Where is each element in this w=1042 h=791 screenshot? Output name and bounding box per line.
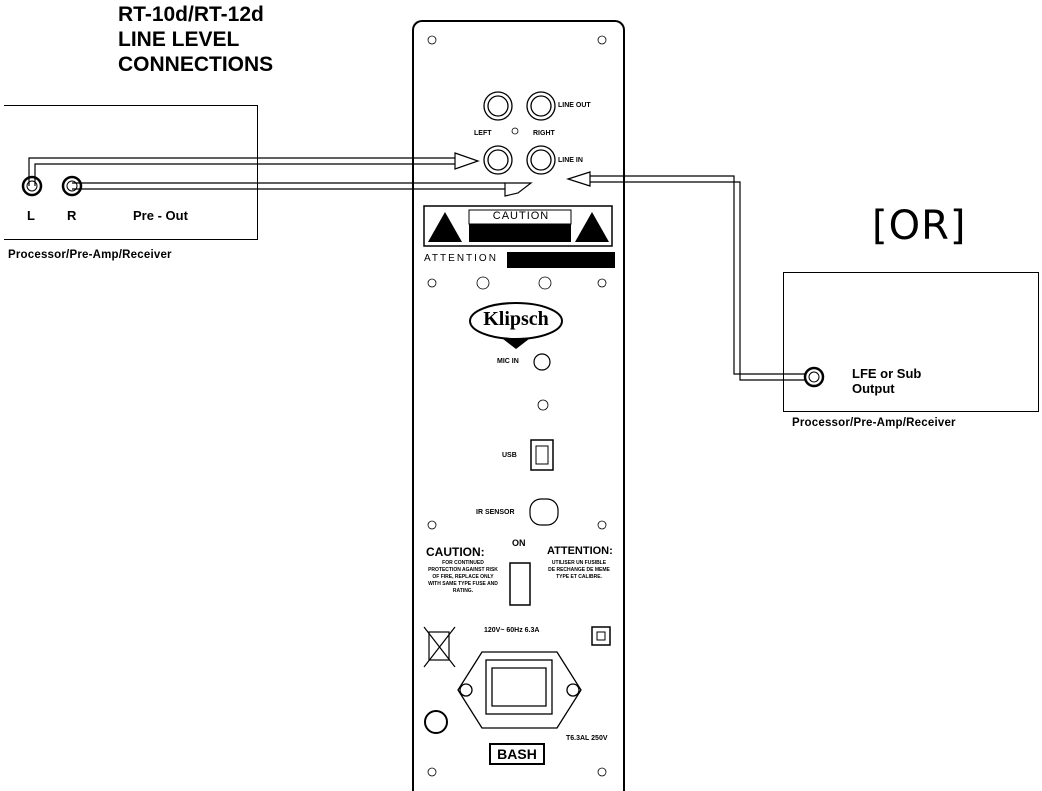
diagram-title: RT-10d/RT-12d LINE LEVEL CONNECTIONS — [118, 2, 273, 77]
arrow-lfe — [566, 171, 591, 187]
caution-label — [423, 205, 613, 247]
lfe-line-1: LFE or Sub — [852, 366, 922, 381]
fuse-rating-label: T6.3AL 250V — [566, 735, 608, 742]
usb-label: USB — [502, 452, 517, 459]
right-channel-label: RIGHT — [533, 130, 555, 137]
bash-logo-box — [489, 743, 545, 765]
cable-right — [72, 182, 505, 190]
left-processor-caption: Processor/Pre-Amp/Receiver — [8, 249, 172, 261]
cable-left — [28, 157, 455, 186]
lfe-line-2: Output — [852, 381, 895, 396]
panel-screws — [427, 35, 607, 777]
caution-text: CAUTION — [492, 210, 550, 222]
caution-bottom-label: CAUTION: — [426, 545, 485, 559]
power-switch — [509, 562, 531, 606]
arrow-right-channel — [504, 182, 533, 197]
usb-port — [530, 439, 554, 471]
power-rating-label: 120V~ 60Hz 6.3A — [484, 627, 540, 634]
cable-lfe — [590, 175, 805, 381]
or-label: [OR] — [872, 203, 967, 249]
attention-text: ATTENTION — [424, 253, 498, 264]
caution-fuse-text: FOR CONTINUED PROTECTION AGAINST RISK OF… — [428, 560, 498, 594]
lfe-output-jack — [803, 366, 825, 388]
right-processor-caption: Processor/Pre-Amp/Receiver — [792, 417, 956, 429]
amplifier-panel — [412, 20, 625, 791]
ir-sensor-label: IR SENSOR — [476, 509, 515, 516]
title-line-3: CONNECTIONS — [118, 53, 274, 76]
title-line-1: RT-10d/RT-12d — [118, 3, 264, 26]
power-inlet — [457, 651, 582, 729]
weee-bin-icon — [423, 626, 456, 668]
jack-r-label: R — [67, 208, 77, 223]
attention-bottom-label: ATTENTION: — [547, 545, 613, 557]
klipsch-logo — [469, 302, 563, 349]
klipsch-brand-text: Klipsch — [483, 308, 549, 330]
double-insulation-icon — [591, 626, 611, 646]
attention-label-bar — [507, 252, 615, 268]
right-processor-box — [783, 272, 1039, 412]
left-device-jacks — [21, 175, 83, 197]
pre-out-label: Pre - Out — [133, 208, 188, 223]
line-out-label: LINE OUT — [558, 102, 591, 109]
csa-logo — [424, 710, 448, 734]
on-label: ON — [512, 538, 526, 548]
line-in-label: LINE IN — [558, 157, 583, 164]
arrow-left-channel — [454, 152, 480, 170]
mic-in-label: MIC IN — [497, 358, 519, 365]
left-channel-label: LEFT — [474, 130, 492, 137]
left-processor-box — [4, 105, 258, 240]
mic-in-jack — [533, 353, 551, 371]
title-line-2: LINE LEVEL — [118, 28, 240, 51]
attention-fuse-text: UTILISER UN FUSIBLE DE RECHANGE DE MEME … — [548, 560, 610, 580]
ir-sensor — [529, 498, 559, 526]
bash-logo-text: BASH — [497, 746, 537, 762]
jack-l-label: L — [27, 208, 35, 223]
panel-rca-jacks — [483, 91, 556, 175]
lfe-output-label: LFE or Sub Output — [852, 366, 921, 396]
